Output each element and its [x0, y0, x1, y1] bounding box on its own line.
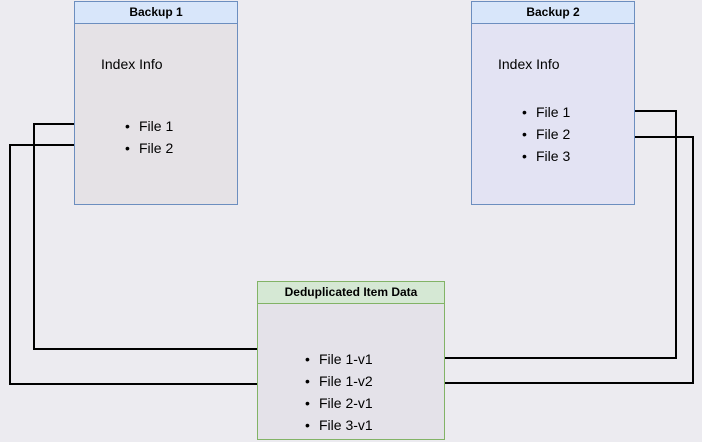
node-backup-2[interactable]: Backup 2 Index Info File 1 File 2 File 3	[471, 1, 635, 205]
backup-2-file-list: File 1 File 2 File 3	[520, 101, 570, 167]
list-item: File 2-v1	[303, 392, 373, 414]
list-item: File 1-v1	[303, 348, 373, 370]
node-backup-1-header: Backup 1	[75, 2, 237, 24]
list-item: File 3-v1	[303, 414, 373, 436]
node-backup-2-header: Backup 2	[472, 2, 634, 24]
list-item: File 1-v2	[303, 370, 373, 392]
list-item: File 1	[520, 101, 570, 123]
backup-2-index-label: Index Info	[498, 56, 560, 72]
node-deduplicated-item-data[interactable]: Deduplicated Item Data File 1-v1 File 1-…	[257, 281, 445, 440]
backup-1-file-list: File 1 File 2	[123, 115, 173, 159]
list-item: File 3	[520, 145, 570, 167]
node-backup-1[interactable]: Backup 1 Index Info File 1 File 2	[74, 1, 238, 205]
dedup-file-list: File 1-v1 File 1-v2 File 2-v1 File 3-v1	[303, 348, 373, 436]
list-item: File 2	[123, 137, 173, 159]
node-deduplicated-item-data-body: File 1-v1 File 1-v2 File 2-v1 File 3-v1	[258, 304, 444, 439]
list-item: File 2	[520, 123, 570, 145]
node-deduplicated-item-data-header: Deduplicated Item Data	[258, 282, 444, 304]
node-backup-2-body: Index Info File 1 File 2 File 3	[472, 24, 634, 204]
backup-1-index-label: Index Info	[101, 56, 163, 72]
node-backup-1-body: Index Info File 1 File 2	[75, 24, 237, 204]
list-item: File 1	[123, 115, 173, 137]
